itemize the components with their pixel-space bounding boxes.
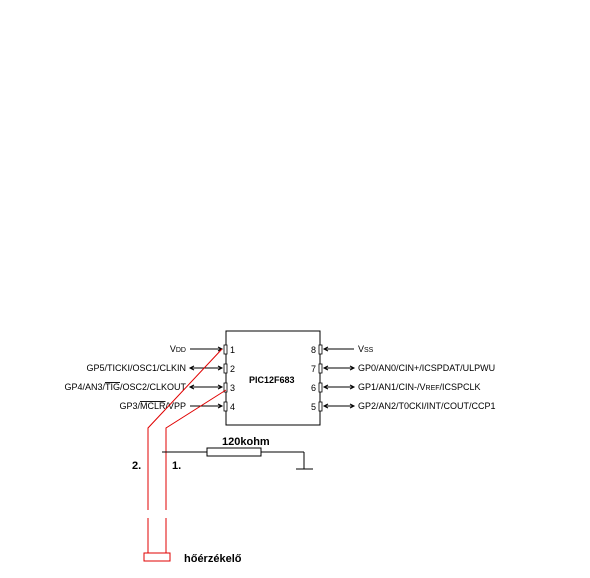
pin-number-2: 2 bbox=[230, 364, 235, 374]
left-pin-stubs bbox=[223, 344, 228, 412]
wire-label-2: 2. bbox=[132, 460, 141, 472]
chip-name: PIC12F683 bbox=[249, 375, 295, 385]
pin-label-gp3: GP3/MCLR/VPP bbox=[119, 401, 186, 411]
right-pin-arrows bbox=[322, 346, 356, 409]
pin-number-4: 4 bbox=[230, 402, 235, 412]
pin-label-vss: VSS bbox=[358, 344, 374, 354]
pin-label-vdd: VDD bbox=[170, 344, 186, 354]
sensor-label: hőérzékelő bbox=[184, 553, 242, 565]
pin-label-gp5: GP5/TICKI/OSC1/CLKIN bbox=[86, 363, 186, 373]
left-pin-arrows bbox=[188, 346, 224, 409]
pin-number-3: 3 bbox=[230, 383, 235, 393]
pin-label-gp4: GP4/AN3/TIG/OSC2/CLKOUT bbox=[64, 382, 186, 392]
pin-number-6: 6 bbox=[311, 383, 316, 393]
right-pin-stubs bbox=[318, 344, 323, 412]
red-wire-2 bbox=[147, 348, 227, 553]
resistor-label: 120kohm bbox=[222, 436, 270, 448]
resistor bbox=[206, 447, 262, 457]
pin-label-gp0: GP0/AN0/CIN+/ICSPDAT/ULPWU bbox=[358, 363, 495, 373]
chip-body bbox=[225, 330, 321, 426]
sensor-body bbox=[143, 552, 171, 562]
pin-number-1: 1 bbox=[230, 345, 235, 355]
pin-number-7: 7 bbox=[311, 364, 316, 374]
resistor-circuit bbox=[162, 447, 313, 470]
pin-label-gp1: GP1/AN1/CIN-/VREF/ICSPCLK bbox=[358, 382, 481, 392]
pin-label-gp2: GP2/AN2/T0CKI/INT/COUT/CCP1 bbox=[358, 401, 496, 411]
pin-number-8: 8 bbox=[311, 345, 316, 355]
wire-label-1: 1. bbox=[172, 460, 181, 472]
pin-number-5: 5 bbox=[311, 402, 316, 412]
